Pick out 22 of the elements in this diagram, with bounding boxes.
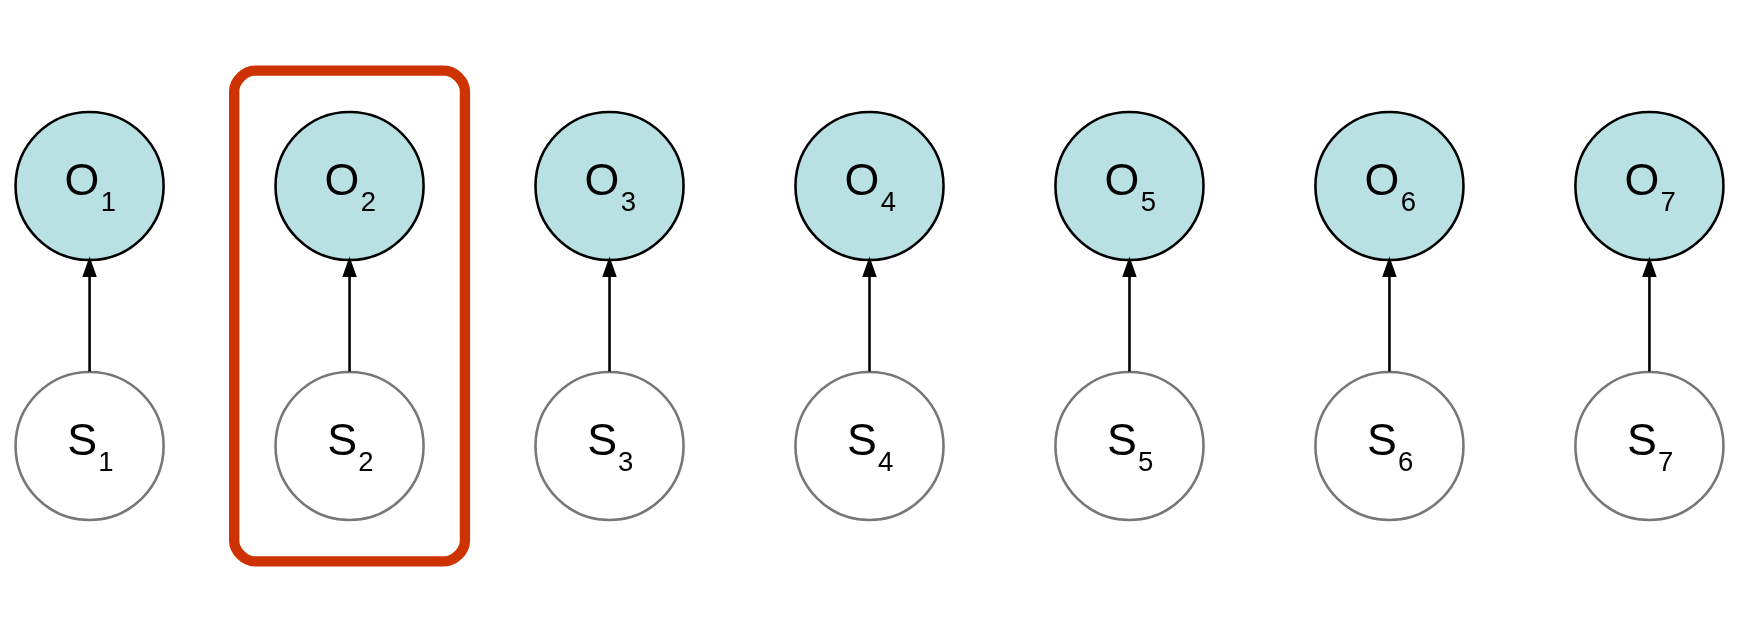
node-circle: S$_{6}$	[1314, 370, 1465, 522]
node-circle: S$_{5}$	[1054, 370, 1205, 522]
node-circle: S$_{4}$	[794, 370, 945, 522]
node-circle: O$_{5}$	[1054, 110, 1205, 262]
node-circle: O$_{2}$	[274, 110, 425, 262]
arrow	[1382, 256, 1397, 372]
arrow	[1122, 256, 1137, 372]
cluster	[229, 65, 471, 567]
node-circle: S$_{3}$	[534, 370, 685, 522]
node-circle: O$_{4}$	[794, 110, 945, 262]
arrow	[82, 256, 97, 372]
arrow	[602, 256, 617, 372]
node-circle: O$_{7}$	[1574, 110, 1725, 262]
node-circle: O$_{1}$	[14, 110, 165, 262]
node-circle: S$_{1}$	[14, 370, 165, 522]
arrow	[1642, 256, 1657, 372]
node-circle: S$_{2}$	[274, 370, 425, 522]
node-circle: O$_{6}$	[1314, 110, 1465, 262]
arrow	[862, 256, 877, 372]
node-circle: S$_{7}$	[1574, 370, 1725, 522]
arrow	[342, 256, 357, 372]
node-circle: O$_{3}$	[534, 110, 685, 262]
